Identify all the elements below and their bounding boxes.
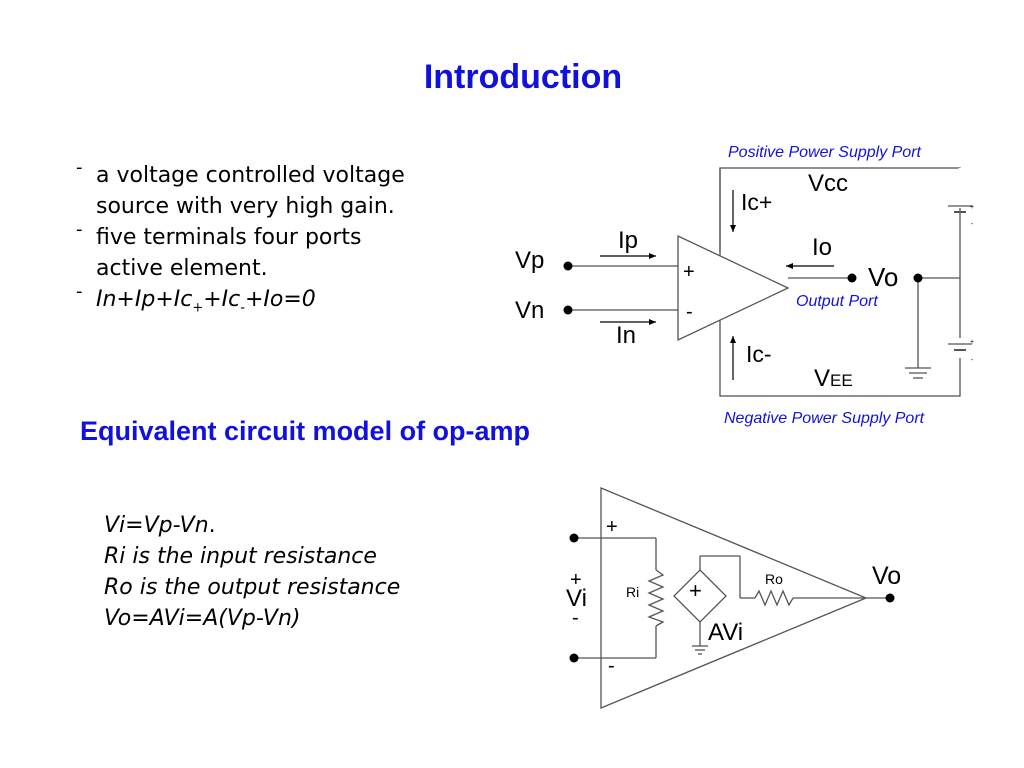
vi-label: Vi	[566, 585, 587, 612]
vi-plus: +	[570, 569, 582, 591]
source-plus: +	[689, 578, 702, 603]
eq-minus-bottom: -	[608, 655, 615, 677]
positive-supply-label: Positive Power Supply Port	[728, 144, 922, 161]
eq-period: .	[208, 513, 216, 538]
battery-bottom-icon	[948, 338, 972, 358]
avi-label: AVi	[708, 619, 743, 646]
negative-supply-label: Negative Power Supply Port	[724, 410, 925, 427]
plus-input-terminal	[569, 533, 579, 543]
vcc-label: Vcc	[808, 170, 848, 197]
eq-part: In+Ip+Ic	[96, 287, 193, 312]
current-equation: In+Ip+Ic++Ic-+Io=0	[96, 287, 316, 316]
ri-resistor-icon	[647, 569, 665, 627]
equation-line-1: Vi=Vp-Vn.	[104, 510, 400, 541]
equation-line-2: Ri is the input resistance	[104, 544, 377, 569]
ro-resistor-icon	[754, 589, 794, 607]
equation-line-3: Ro is the output resistance	[104, 575, 401, 600]
bullet-3: - In+Ip+Ic++Ic-+Io=0	[76, 281, 476, 323]
io-label: Io	[812, 234, 832, 261]
bullet-1: - a voltage controlled voltage source wi…	[76, 157, 476, 222]
ri-label: Ri	[626, 584, 639, 600]
inverting-minus: -	[686, 301, 693, 323]
equation-list: Vi=Vp-Vn. Ri is the input resistance Ro …	[104, 510, 400, 634]
bullet-mark: -	[76, 157, 83, 178]
vp-label: Vp	[515, 247, 544, 274]
opamp-port-diagram	[568, 167, 972, 397]
page-title: Introduction	[423, 58, 623, 96]
vee-main: V	[814, 365, 830, 392]
vi-minus: -	[572, 607, 579, 629]
eq-vi: Vi=Vp-Vn	[104, 513, 209, 538]
vo-label: Vo	[868, 262, 898, 292]
eq-part: +Io=0	[244, 287, 316, 312]
equation-line-4: Vo=AVi=A(Vp-Vn)	[104, 606, 301, 631]
equivalent-triangle	[600, 487, 868, 709]
eq-sub-plus: +	[192, 300, 204, 316]
battery-bottom-minus: -	[971, 357, 974, 364]
bullet-mark: -	[76, 281, 83, 302]
output-port-label: Output Port	[796, 293, 878, 310]
current-arrows	[600, 190, 834, 380]
bullet-mark: -	[76, 219, 83, 240]
vee-label: VEE	[814, 365, 853, 392]
icminus-label: Ic-	[746, 341, 772, 367]
bullet-1-line-a: a voltage controlled voltage	[96, 163, 405, 188]
eq-sub-minus: -	[240, 300, 245, 316]
vee-sub: EE	[830, 371, 853, 390]
bullet-1-line-b: source with very high gain.	[96, 194, 395, 219]
bullet-2-line-a: five terminals four ports	[96, 225, 362, 250]
battery-bottom-plus: +	[970, 339, 974, 346]
eq-plus-top: +	[606, 516, 618, 538]
vo-terminal	[847, 273, 857, 283]
opamp-triangle	[677, 234, 790, 342]
vo-label-2: Vo	[872, 562, 901, 590]
vn-label: Vn	[515, 297, 544, 324]
battery-top-plus: +	[970, 204, 974, 211]
vo-output-terminal	[885, 593, 895, 603]
noninverting-plus: +	[683, 261, 695, 283]
battery-top-minus: -	[971, 221, 974, 228]
ip-label: Ip	[618, 227, 638, 254]
equivalent-circuit-diagram	[574, 487, 890, 709]
bullet-list: - a voltage controlled voltage source wi…	[76, 157, 476, 323]
bullet-2: - five terminals four ports active eleme…	[76, 219, 476, 284]
in-label: In	[616, 322, 636, 349]
minus-input-terminal	[569, 653, 579, 663]
eq-part: +Ic	[203, 287, 241, 312]
vn-terminal	[563, 305, 573, 315]
vo-junction	[913, 273, 923, 283]
bullet-2-line-b: active element.	[96, 256, 268, 281]
icplus-label: Ic+	[741, 189, 772, 215]
ro-label: Ro	[765, 571, 783, 587]
vp-terminal	[563, 261, 573, 271]
section-subtitle: Equivalent circuit model of op-amp	[80, 416, 531, 446]
battery-top-icon	[948, 168, 972, 213]
